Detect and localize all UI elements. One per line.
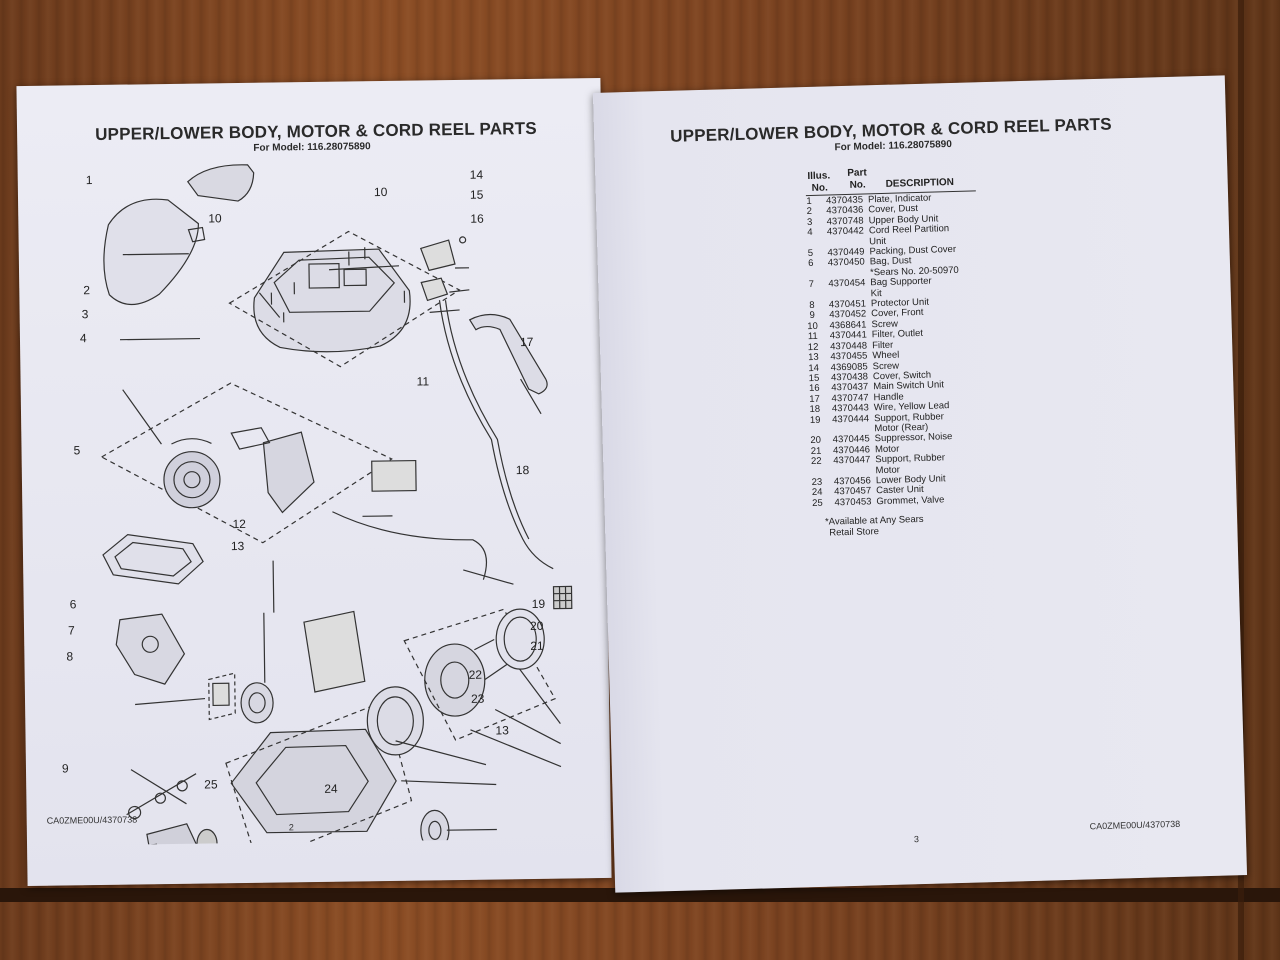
right-page-subtitle: For Model: 116.28075890 <box>834 138 952 154</box>
right-page: UPPER/LOWER BODY, MOTOR & CORD REEL PART… <box>592 75 1248 893</box>
callout-9: 9 <box>61 761 69 776</box>
note-line-2: Retail Store <box>829 526 880 539</box>
callout-14: 14 <box>469 167 484 182</box>
callout-24: 24 <box>324 781 338 796</box>
callout-18: 18 <box>515 462 530 478</box>
floor-board-seam <box>1238 0 1244 960</box>
left-page-number: 2 <box>288 822 294 833</box>
callout-7: 7 <box>67 623 75 638</box>
callout-10-left: 10 <box>208 211 222 226</box>
callout-25: 25 <box>204 777 218 792</box>
callout-15: 15 <box>469 187 484 202</box>
callout-13-right: 13 <box>495 723 509 738</box>
callout-8: 8 <box>66 649 74 664</box>
callout-11: 11 <box>416 374 430 389</box>
callout-21: 21 <box>530 638 544 653</box>
callout-3: 3 <box>81 307 89 322</box>
callout-20: 20 <box>529 618 544 633</box>
callout-17: 17 <box>519 334 534 350</box>
left-doc-code: CA0ZME00U/4370738 <box>46 814 138 826</box>
callout-19: 19 <box>531 596 546 611</box>
callout-10-right: 10 <box>373 184 388 200</box>
header-part-line2: No. <box>849 179 866 191</box>
right-doc-code: CA0ZME00U/4370738 <box>1089 818 1181 832</box>
right-page-number: 3 <box>913 834 920 845</box>
floor-board-gap <box>0 888 1280 902</box>
header-description: DESCRIPTION <box>885 176 955 190</box>
callout-6: 6 <box>69 597 77 612</box>
header-illus-line2: No. <box>811 182 828 194</box>
left-page: UPPER/LOWER BODY, MOTOR & CORD REEL PART… <box>16 77 612 887</box>
callout-4: 4 <box>79 331 87 346</box>
availability-note: *Available at Any Sears Retail Store <box>825 514 924 539</box>
callout-2: 2 <box>83 283 91 298</box>
callout-23: 23 <box>470 691 485 706</box>
part-no-cell: 4370453 <box>834 496 872 509</box>
callout-13-top: 13 <box>230 538 245 554</box>
description-cell: Grommet, Valve <box>876 494 945 508</box>
callout-16: 16 <box>470 211 484 226</box>
header-part-line1: Part <box>847 167 867 179</box>
callout-22: 22 <box>468 667 483 682</box>
exploded-parts-diagram <box>100 164 573 846</box>
header-illus-line1: Illus. <box>807 170 831 183</box>
callout-1: 1 <box>85 173 93 188</box>
callout-5: 5 <box>73 443 81 458</box>
callout-12: 12 <box>232 516 247 532</box>
illus-no-cell: 25 <box>812 497 823 509</box>
